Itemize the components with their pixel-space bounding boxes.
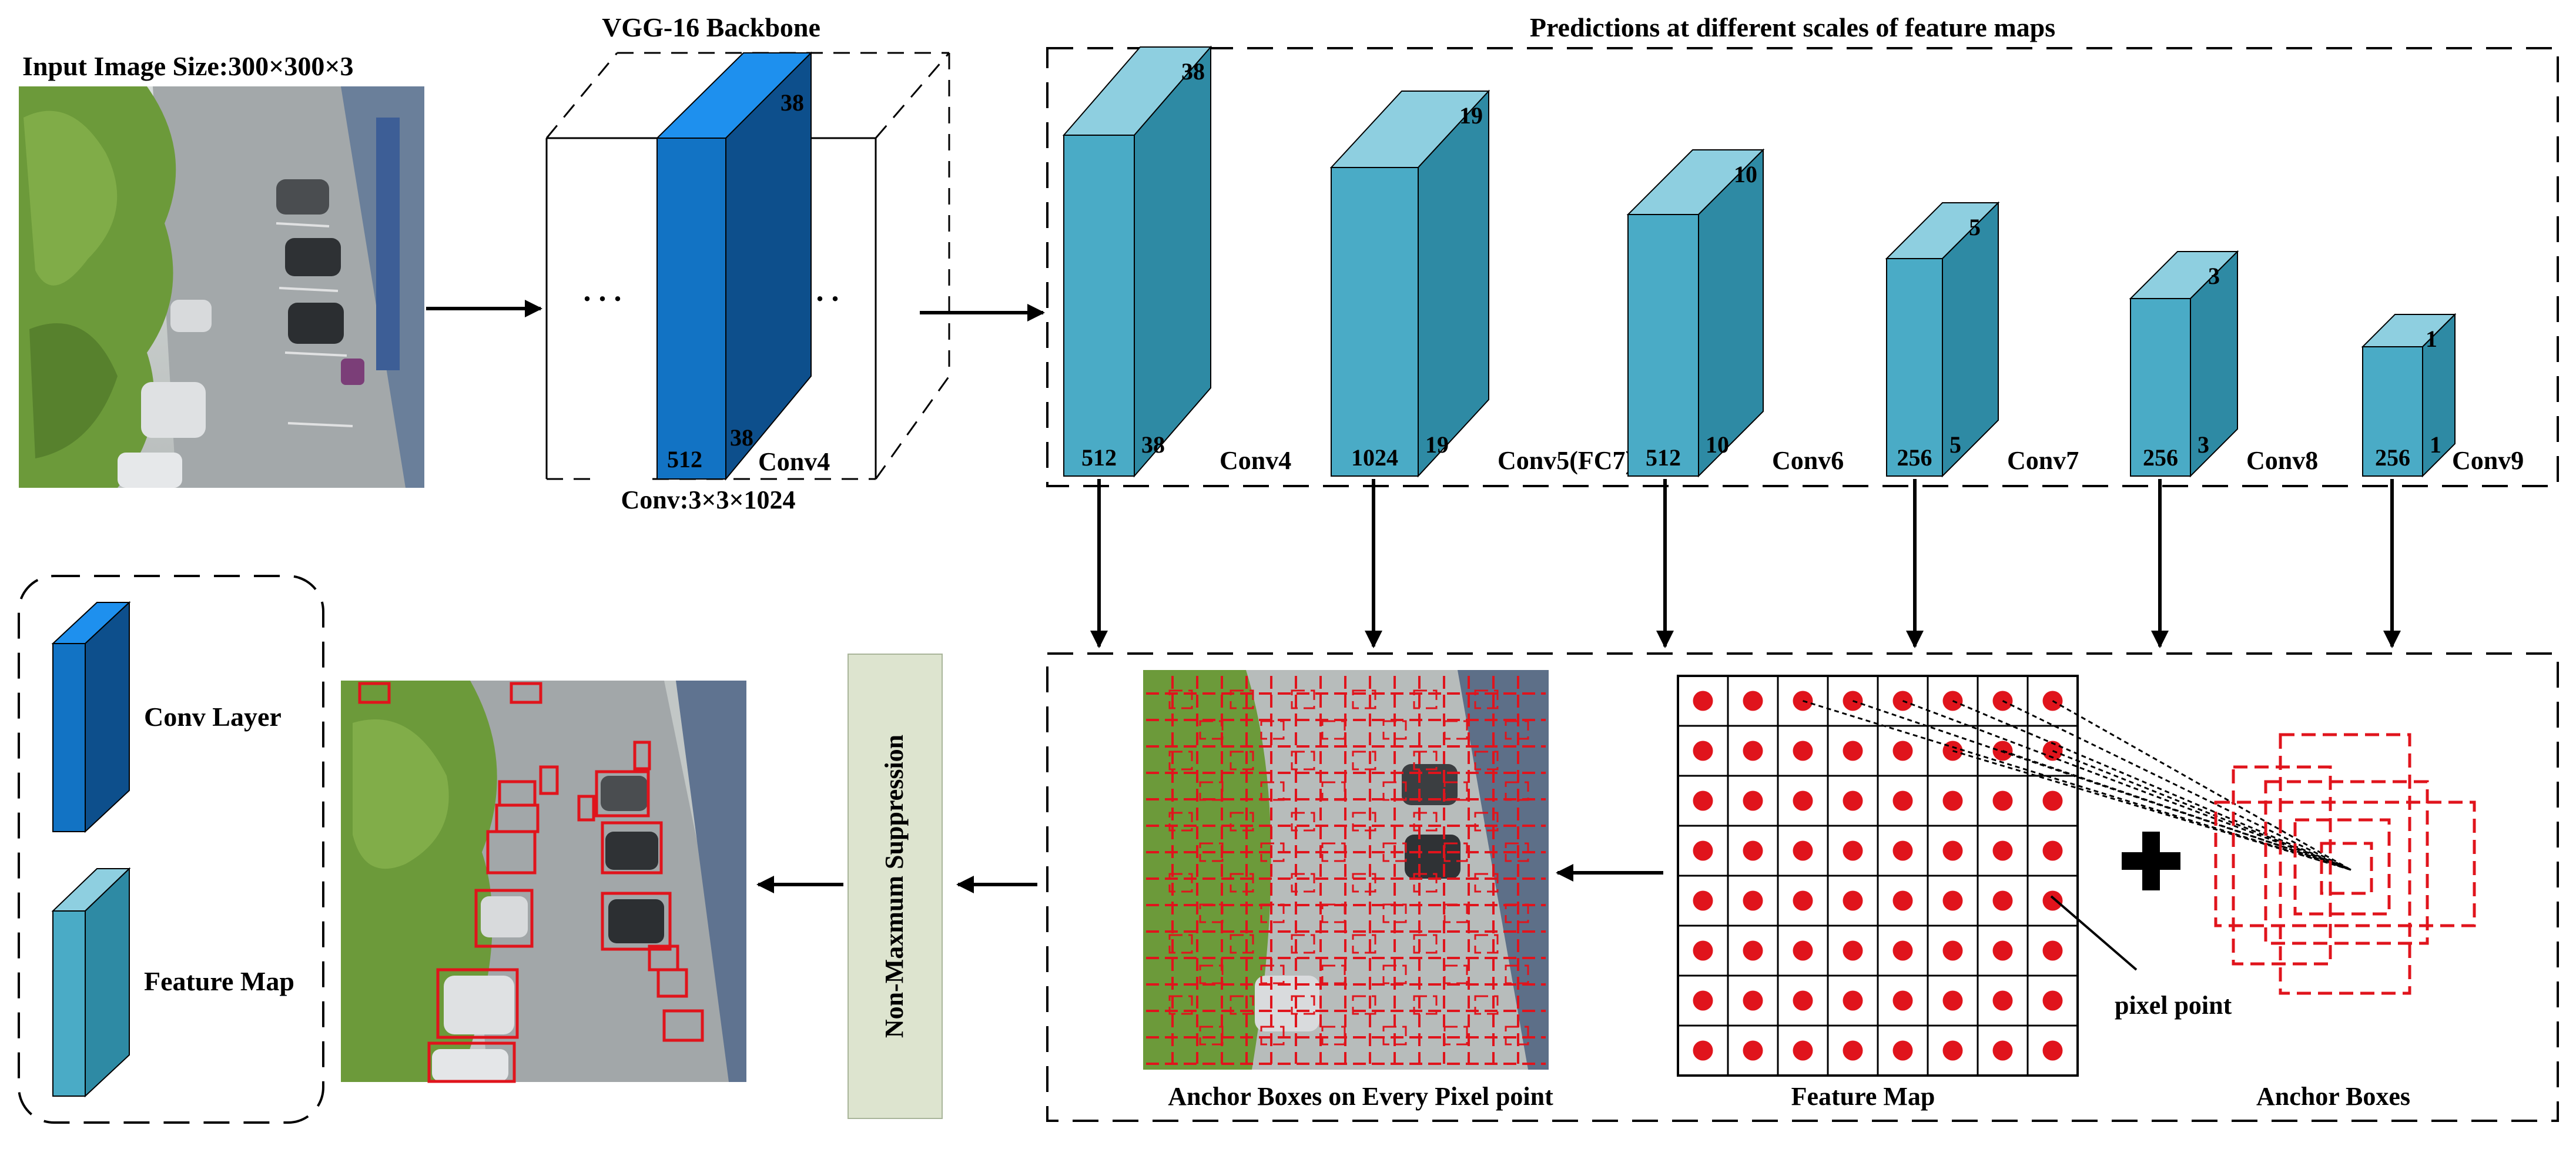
feature-map-side-size: 19 [1425,431,1449,458]
anchor-boxes-caption: Anchor Boxes on Every Pixel point [1168,1082,1553,1111]
feature-map-name: Conv5(FC7) [1498,446,1634,475]
pixel-point-label: pixel point [2115,991,2232,1020]
feature-map-top-size: 3 [2208,263,2220,289]
feature-map-name: Conv8 [2246,446,2318,475]
feature-map-top-size: 19 [1459,102,1483,129]
vgg-depth-label: 512 [667,446,702,473]
feature-map-side-size: 5 [1949,431,1961,458]
anchor-boxes-legend-caption: Anchor Boxes [2256,1082,2410,1111]
anchor-boxes-image [1143,670,1549,1070]
vgg-conv4-name: Conv4 [758,447,830,476]
vgg-dots-left: . . . [584,274,622,308]
feature-map-name: Conv6 [1772,446,1844,475]
feature-map-top-size: 10 [1734,161,1757,187]
input-size-label: Input Image Size:300×300×3 [22,51,354,81]
feature-map-name: Conv9 [2452,446,2524,475]
feature-map-depth: 512 [1081,444,1117,471]
feature-map-name: Conv7 [2007,446,2079,475]
feature-map-side-size: 10 [1706,431,1729,458]
legend-feature-map-label: Feature Map [144,966,294,996]
vgg-top-label: 38 [780,89,804,116]
predictions-panel-border [1046,47,2559,487]
feature-map-side-size: 3 [2198,431,2209,458]
legend-conv-layer-label: Conv Layer [144,702,282,732]
output-detection-image [341,681,746,1083]
feature-map-name: Conv4 [1220,446,1291,475]
feature-map-caption: Feature Map [1791,1082,1935,1111]
feature-map-depth: 256 [2375,444,2410,471]
pixel-point-pointer [2050,895,2138,971]
vgg-kernel-label: Conv:3×3×1024 [621,485,795,514]
legend-panel [18,575,324,1124]
feature-map-depth: 1024 [1351,444,1398,471]
feature-map-top-size: 1 [2426,326,2437,352]
nms-box [847,654,943,1119]
vgg-side-label: 38 [730,424,753,451]
anchor-panel-border [1046,652,2559,1122]
plus-sign [2122,832,2180,890]
vgg-conv4-block [655,51,813,481]
feature-map-depth: 256 [1897,444,1932,471]
anchor-boxes-group [2214,733,2476,995]
feature-map-top-size: 5 [1969,214,1981,240]
vgg-title: VGG-16 Backbone [602,12,820,42]
predictions-title: Predictions at different scales of featu… [1530,12,2055,42]
feature-map-top-size: 38 [1181,58,1205,85]
input-photo [19,86,424,488]
feature-map-side-size: 1 [2430,431,2441,458]
legend-conv-layer-swatch [51,601,131,833]
legend-feature-map-swatch [51,867,131,1098]
feature-map-depth: 512 [1646,444,1681,471]
feature-map-side-size: 38 [1141,431,1165,458]
nms-label: Non-Maxmum Suppression [880,735,909,1038]
feature-map-depth: 256 [2143,444,2178,471]
feature-map-grid [1677,675,2351,1077]
